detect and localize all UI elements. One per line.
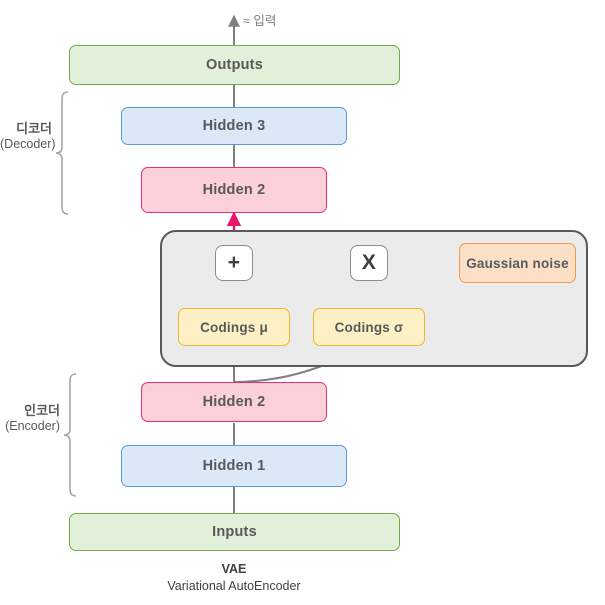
decoder-label-ko: 디코더 (16, 121, 52, 136)
decoder-label-en: (Decoder) (0, 137, 56, 152)
caption-subtitle: Variational AutoEncoder (167, 578, 301, 593)
node-outputs[interactable]: Outputs (69, 45, 400, 85)
group-label-decoder: 디코더 (Decoder) (0, 121, 56, 153)
diagram-caption: VAE Variational AutoEncoder (0, 561, 468, 595)
node-inputs[interactable]: Inputs (69, 513, 400, 551)
node-codings-mu[interactable]: Codings μ (178, 308, 290, 346)
node-operator-add[interactable]: + (215, 245, 253, 281)
caption-title: VAE (221, 562, 247, 576)
group-label-encoder: 인코더 (Encoder) (0, 403, 60, 435)
node-operator-multiply[interactable]: X (350, 245, 388, 281)
encoder-label-ko: 인코더 (24, 403, 60, 418)
node-hidden2-encoder[interactable]: Hidden 2 (141, 382, 327, 422)
node-hidden2-decoder[interactable]: Hidden 2 (141, 167, 327, 213)
encoder-label-en: (Encoder) (5, 419, 60, 434)
node-codings-sigma[interactable]: Codings σ (313, 308, 425, 346)
approx-input-label: ≈ 입력 (243, 14, 277, 28)
node-gaussian-noise[interactable]: Gaussian noise (459, 243, 576, 283)
encoder-brace (63, 373, 77, 497)
node-hidden1[interactable]: Hidden 1 (121, 445, 347, 487)
decoder-brace (55, 91, 69, 215)
node-hidden3[interactable]: Hidden 3 (121, 107, 347, 145)
